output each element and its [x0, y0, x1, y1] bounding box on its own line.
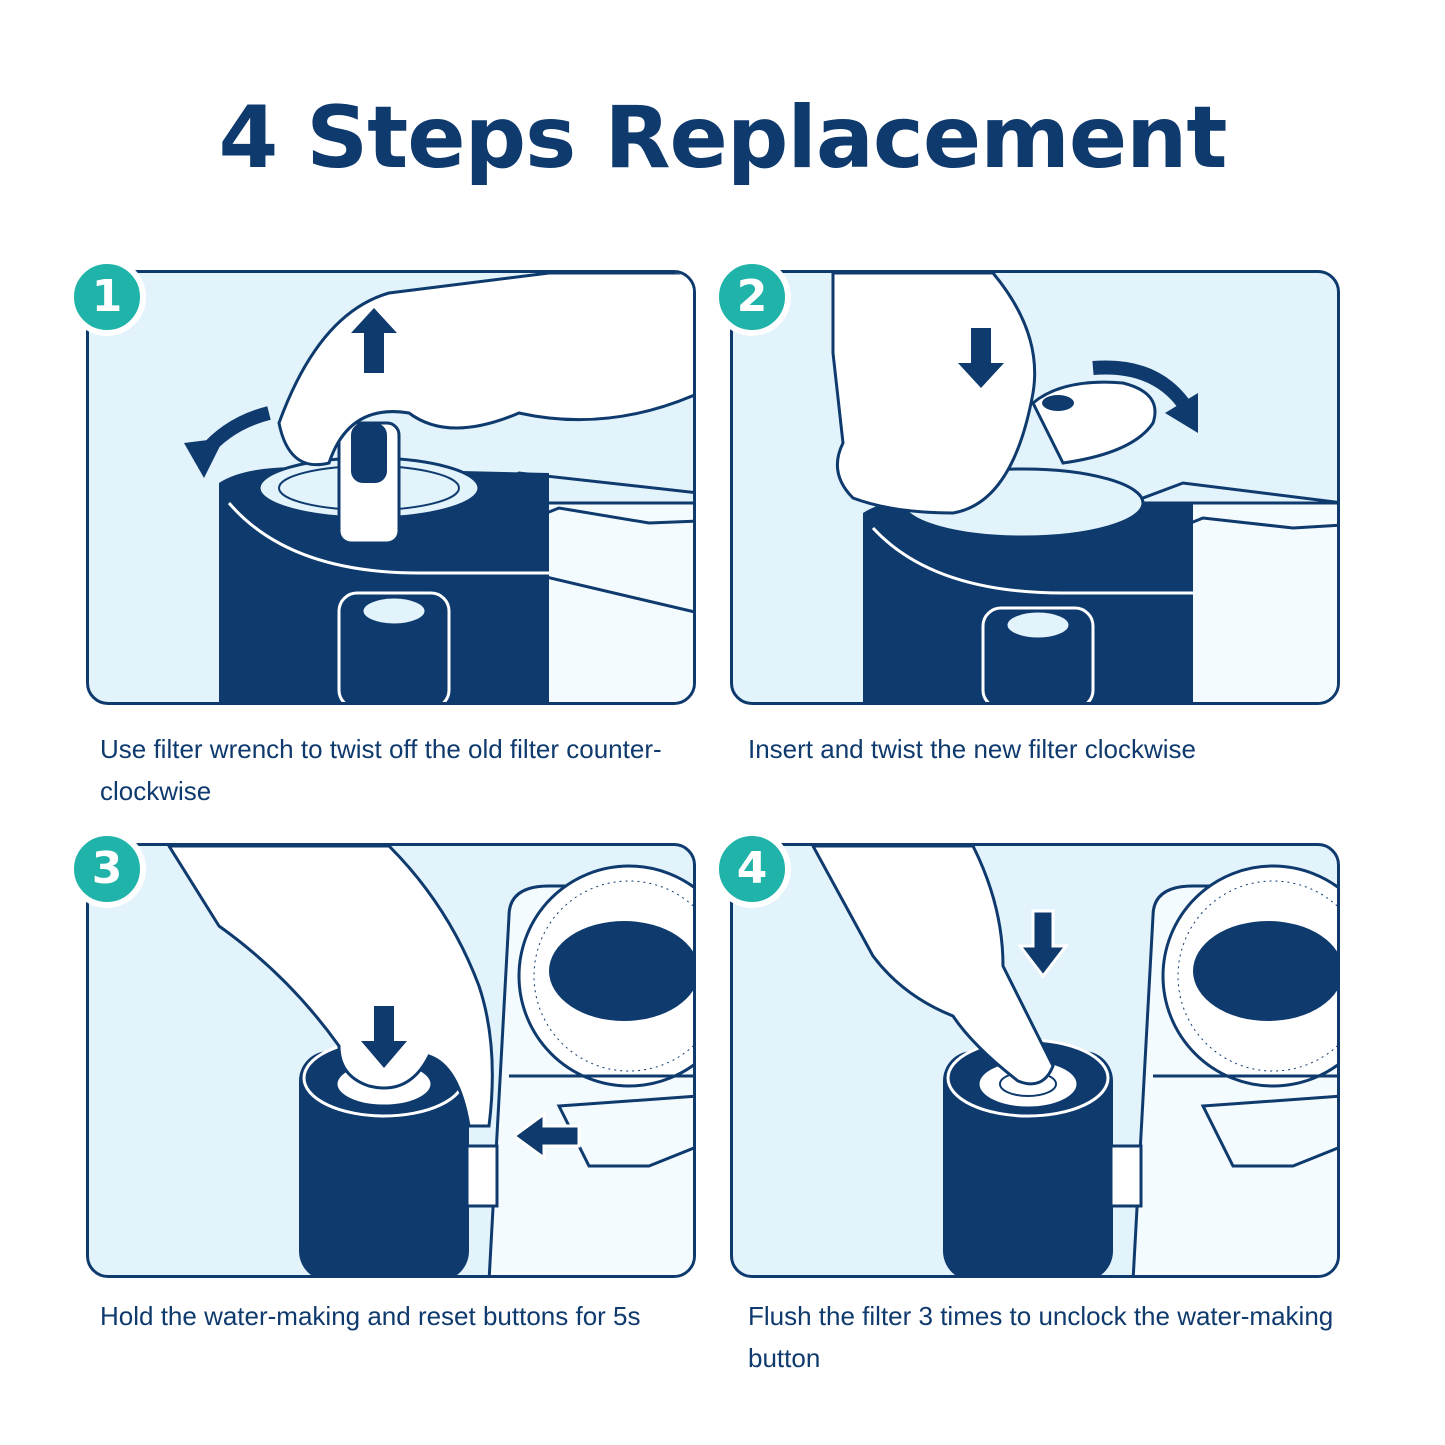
step-1-illustration [86, 270, 696, 705]
step-2-illustration [730, 270, 1340, 705]
step-4-illustration [730, 843, 1340, 1278]
step-2-badge: 2 [713, 258, 791, 336]
step-4-drawing [811, 846, 1337, 1275]
step-1-badge: 1 [68, 258, 146, 336]
step-2-drawing [831, 273, 1337, 702]
step-1-caption: Use filter wrench to twist off the old f… [100, 734, 662, 806]
step-3-drawing [167, 846, 693, 1275]
page-title: 4 Steps Replacement [218, 88, 1227, 188]
step-4-caption: Flush the filter 3 times to unclock the … [748, 1301, 1334, 1373]
step-2-caption: Insert and twist the new filter clockwis… [748, 734, 1196, 764]
step-3-badge: 3 [68, 830, 146, 908]
step-3-caption: Hold the water-making and reset buttons … [100, 1301, 641, 1331]
step-1-drawing [184, 273, 693, 702]
step-3-illustration [86, 843, 696, 1278]
step-4-badge: 4 [713, 830, 791, 908]
